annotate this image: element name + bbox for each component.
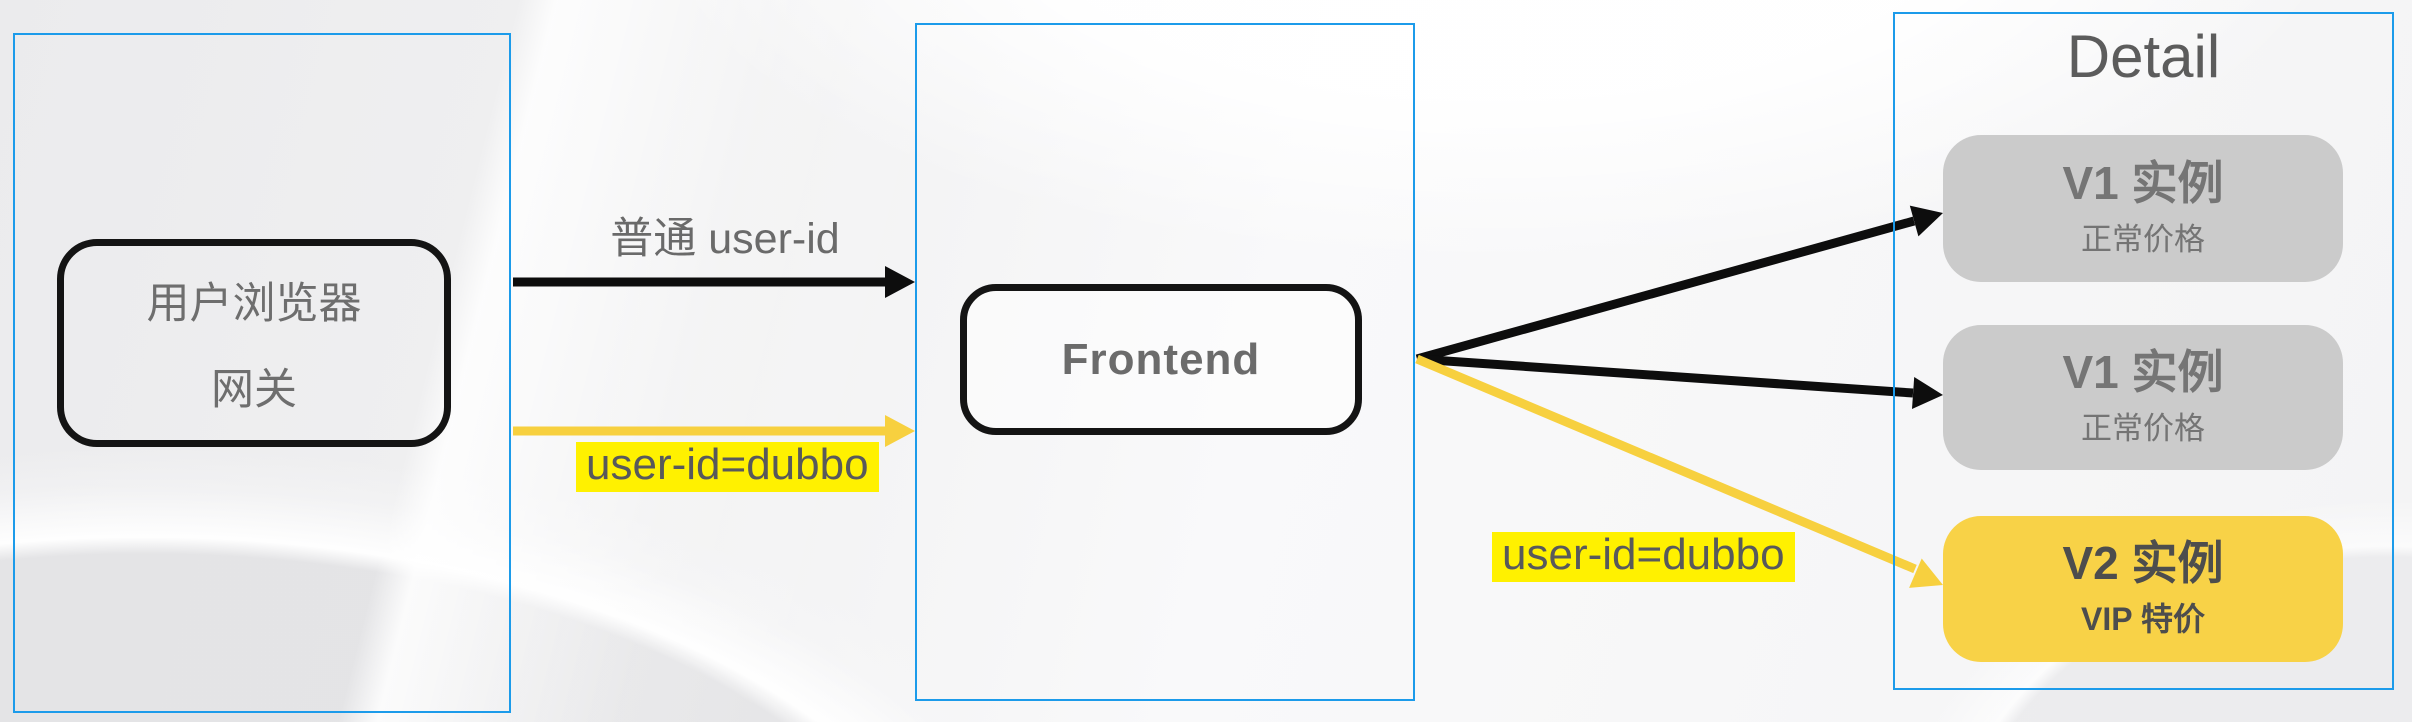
arrow-gateway-to-frontend-normal: [513, 266, 915, 298]
gateway-box-line2: 网关: [211, 365, 297, 414]
v2-instance-card: V2 实例 VIP 特价: [1943, 516, 2343, 662]
edge-label-user-id-dubbo-route: user-id=dubbo: [1492, 532, 1795, 582]
v1-instance-card-1: V1 实例 正常价格: [1943, 135, 2343, 282]
edge-label-user-id-dubbo-request: user-id=dubbo: [576, 442, 879, 492]
v1-instance-card-2: V1 实例 正常价格: [1943, 325, 2343, 470]
gateway-panel: [13, 33, 511, 713]
frontend-panel: [915, 23, 1415, 701]
v1-instance-1-subtitle: 正常价格: [2081, 222, 2205, 258]
v1-instance-1-title: V1 实例: [2062, 156, 2224, 209]
gateway-box-line1: 用户浏览器: [146, 280, 362, 329]
v2-instance-subtitle: VIP 特价: [2081, 601, 2205, 638]
arrow-frontend-to-v1-instance-1: [1415, 205, 1943, 364]
gateway-box: 用户浏览器 网关: [57, 239, 451, 447]
frontend-box-label: Frontend: [1061, 334, 1261, 384]
v1-instance-2-title: V1 实例: [2062, 345, 2224, 398]
v2-instance-title: V2 实例: [2062, 536, 2224, 589]
frontend-box: Frontend: [960, 284, 1362, 435]
edge-label-normal-user-id: 普通 user-id: [610, 215, 840, 263]
detail-panel-title: Detail: [2066, 23, 2221, 90]
arrow-frontend-to-v1-instance-2: [1416, 354, 1943, 409]
v1-instance-2-subtitle: 正常价格: [2081, 411, 2205, 447]
detail-panel: [1893, 12, 2394, 690]
